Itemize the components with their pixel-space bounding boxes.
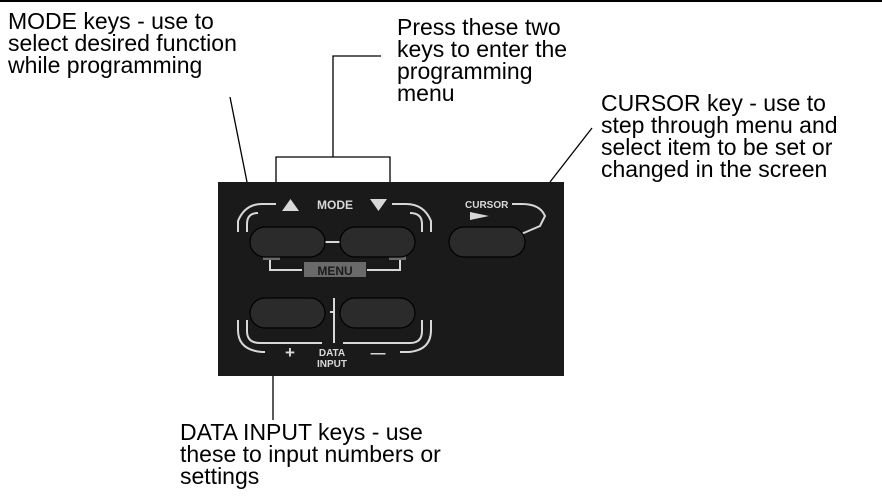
- mode-bracket: [237, 203, 276, 232]
- cursor-right-arrow-icon: [470, 212, 489, 220]
- panel-markings: [237, 203, 547, 353]
- menu-bracket-line: [275, 156, 391, 182]
- data-input-bracket: [237, 320, 265, 353]
- callout-line: step through menu and: [601, 112, 838, 138]
- cursor-key-callout: CURSOR key - use to step through menu an…: [601, 90, 838, 182]
- mode-bracket: [409, 212, 423, 232]
- menu-bar-left: [263, 256, 280, 260]
- data-label: DATA: [319, 348, 345, 359]
- mode-label: MODE: [317, 198, 353, 212]
- mode-keys-callout: MODE keys - use to select desired functi…: [8, 8, 237, 78]
- leader-lines: [229, 55, 593, 420]
- press-keys-leader-line: [332, 55, 381, 157]
- menu-label-background: [304, 262, 366, 277]
- callout-line: menu: [397, 80, 455, 106]
- mode-up-arrow-icon: [282, 199, 299, 211]
- cursor-leader-line: [549, 127, 593, 183]
- press-two-keys-callout: Press these two keys to enter the progra…: [397, 14, 568, 106]
- cursor-bracket: [511, 203, 547, 239]
- plus-symbol: +: [285, 343, 295, 362]
- menu-bracket: [367, 257, 401, 271]
- data-input-bracket: [400, 320, 432, 353]
- menu-label: MENU: [317, 264, 352, 278]
- callout-line: settings: [180, 463, 260, 489]
- callout-line: programming: [397, 58, 533, 84]
- keypad-panel: [218, 182, 564, 376]
- cursor-key[interactable]: [448, 226, 526, 258]
- menu-bracket: [269, 257, 302, 271]
- callout-line: while programming: [8, 52, 203, 78]
- mode-down-arrow-icon: [370, 199, 387, 211]
- mode-down-key[interactable]: [339, 226, 416, 258]
- cursor-label: CURSOR: [465, 200, 509, 211]
- callout-line: DATA INPUT keys - use: [180, 419, 423, 445]
- callout-line: select item to be set or: [601, 134, 833, 160]
- keys: [249, 226, 526, 329]
- mode-up-key[interactable]: [249, 226, 326, 258]
- mode-bracket: [246, 212, 259, 232]
- data-input-bracket: [246, 320, 322, 344]
- callout-line: select desired function: [8, 30, 237, 56]
- menu-bar-right: [389, 256, 406, 260]
- data-input-bracket: [343, 320, 423, 344]
- input-label: INPUT: [317, 359, 347, 370]
- mode-leader-line: [229, 96, 248, 183]
- mode-bracket: [392, 203, 432, 232]
- callout-line: CURSOR key - use to: [601, 90, 826, 116]
- callout-line: keys to enter the: [397, 36, 568, 62]
- callout-line: these to input numbers or: [180, 441, 441, 467]
- data-minus-key[interactable]: [339, 297, 416, 329]
- callout-line: MODE keys - use to: [8, 8, 214, 34]
- minus-symbol: —: [371, 345, 386, 362]
- data-plus-key[interactable]: [249, 297, 326, 329]
- data-input-keys-callout: DATA INPUT keys - use these to input num…: [180, 419, 441, 489]
- callout-line: Press these two: [397, 14, 561, 40]
- top-rule: [0, 0, 882, 2]
- callout-line: changed in the screen: [601, 156, 828, 182]
